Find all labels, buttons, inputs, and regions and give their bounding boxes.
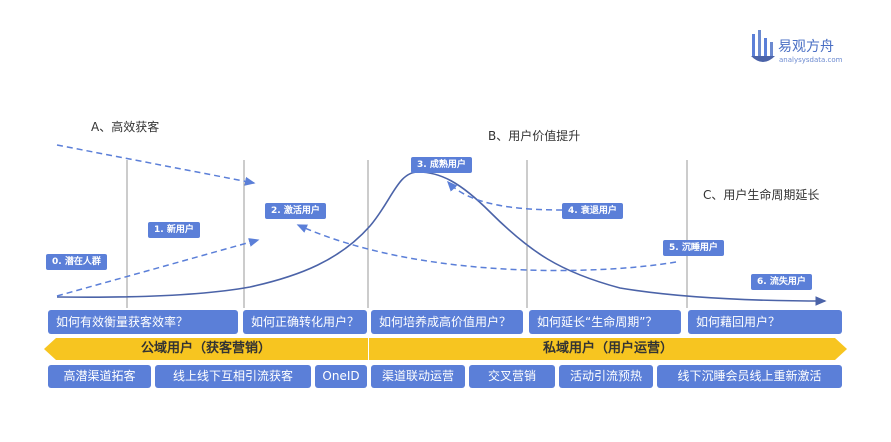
- logo-site: analysysdata.com: [779, 56, 843, 64]
- dashed-arrow-new-users: [56, 238, 260, 297]
- tactic-online-offline-traffic: 线上线下互相引流获客: [155, 365, 311, 388]
- stage-new: 1. 新用户: [148, 222, 200, 238]
- whale-logo-icon: [751, 30, 775, 62]
- stage-activated: 2. 激活用户: [265, 203, 326, 219]
- stage-churned: 6. 流失用户: [751, 274, 812, 290]
- stage-mature: 3. 成熟用户: [411, 157, 472, 173]
- dashed-arrow-reactivation: [296, 224, 677, 272]
- section-title-a: A、高效获客: [91, 120, 160, 134]
- tactic-event-warmup: 活动引流预热: [559, 365, 653, 388]
- section-title-b: B、用户价值提升: [488, 129, 581, 143]
- question-high-value: 如何培养成高价值用户？: [371, 310, 523, 334]
- stage-dormant: 5. 沉睡用户: [663, 240, 724, 256]
- stage-declining: 4. 衰退用户: [562, 203, 623, 219]
- logo-name: 易观方舟: [778, 39, 834, 55]
- tactic-high-potential-channels: 高潜渠道拓客: [48, 365, 151, 388]
- tactic-reactivate-dormant-members: 线下沉睡会员线上重新激活: [657, 365, 842, 388]
- question-extend-lifecycle: 如何延长“生命周期”？: [529, 310, 681, 334]
- brand-logo: 易观方舟 analysysdata.com: [750, 28, 870, 72]
- question-conversion: 如何正确转化用户？: [243, 310, 367, 334]
- dashed-arrow-acquisition: [56, 144, 256, 186]
- tactic-cross-marketing: 交叉营销: [469, 365, 555, 388]
- question-win-back: 如何藉回用户？: [688, 310, 842, 334]
- tactic-oneid: OneID: [315, 365, 367, 388]
- band-private-domain: 私域用户（用户运营）: [369, 338, 847, 360]
- band-public-domain: 公域用户（获客营销）: [44, 338, 368, 360]
- tactic-channel-linkage: 渠道联动运营: [371, 365, 465, 388]
- dashed-arrow-decline-return: [446, 180, 563, 211]
- question-acquisition-efficiency: 如何有效衡量获客效率？: [48, 310, 238, 334]
- section-title-c: C、用户生命周期延长: [703, 188, 820, 202]
- stage-potential: 0. 潜在人群: [46, 254, 107, 270]
